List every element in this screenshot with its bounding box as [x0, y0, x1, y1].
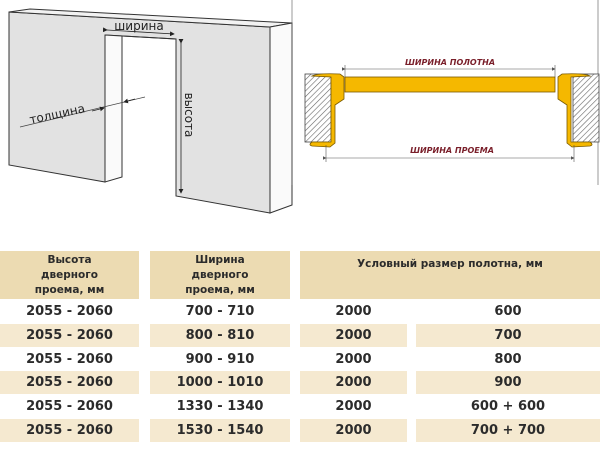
cell-leaf-height: 2000	[335, 352, 372, 367]
cell-height: 2055 - 2060	[26, 352, 113, 367]
width-label: ширина	[114, 19, 163, 33]
wall-opening-diagram: ширина высота толщина	[8, 8, 293, 214]
cell-height: 2055 - 2060	[0, 371, 139, 394]
cell-leaf-width: 700 + 700	[416, 419, 600, 442]
cell-leaf-width: 900	[416, 371, 600, 394]
header-opening-height: Высота дверного проема, мм	[0, 251, 139, 299]
diagrams: ширина высота толщина ШИРИНА ПОЛОТНА ШИР…	[8, 0, 600, 214]
opening-jamb	[104, 34, 123, 183]
cell-width: 1000 - 1010	[150, 371, 290, 394]
cell-width: 1530 - 1540	[150, 419, 290, 442]
table-row: 2055 - 2060 900 - 910 2000 800	[0, 348, 600, 371]
header-opening-width: Ширина дверного проема, мм	[150, 251, 290, 299]
cell-width: 1330 - 1340	[176, 399, 264, 414]
cell-leaf-height: 2000	[335, 304, 372, 319]
cell-leaf-width: 800	[494, 352, 522, 367]
wall-side-face	[269, 22, 293, 214]
header-label: Ширина дверного проема, мм	[185, 253, 255, 296]
table-row: 2055 - 2060 1330 - 1340 2000 600 + 600	[0, 395, 600, 418]
cell-width: 900 - 910	[185, 352, 255, 367]
door-frame-section-diagram: ШИРИНА ПОЛОТНА ШИРИНА ПРОЕМА	[291, 0, 600, 185]
cell-height: 2055 - 2060	[0, 419, 139, 442]
table-row: 2055 - 2060 700 - 710 2000 600	[0, 300, 600, 323]
cell-width: 700 - 710	[185, 304, 255, 319]
table-row: 2055 - 2060 800 - 810 2000 700	[0, 324, 600, 347]
width-arrow	[102, 27, 175, 37]
left-frame	[309, 73, 345, 148]
right-frame	[557, 73, 593, 148]
height-label: высота	[182, 93, 196, 138]
cell-height: 2055 - 2060	[0, 324, 139, 347]
cell-leaf-height: 2000	[300, 324, 407, 347]
table-row: 2055 - 2060 1530 - 1540 2000 700 + 700	[0, 419, 600, 442]
cell-leaf-width: 600	[494, 304, 522, 319]
table-row: 2055 - 2060 1000 - 1010 2000 900	[0, 371, 600, 394]
cell-leaf-height: 2000	[335, 399, 372, 414]
leaf-width-label: ШИРИНА ПОЛОТНА	[405, 58, 495, 67]
right-wall-section	[572, 73, 600, 143]
header-leaf-size: Условный размер полотна, мм	[300, 251, 600, 299]
header-label: Условный размер полотна, мм	[357, 258, 543, 270]
door-leaf	[344, 76, 556, 93]
header-label: Высота дверного проема, мм	[34, 253, 105, 296]
cell-leaf-height: 2000	[300, 371, 407, 394]
cell-leaf-width: 600 + 600	[470, 399, 546, 414]
cell-height: 2055 - 2060	[26, 399, 113, 414]
cell-leaf-width: 700	[416, 324, 600, 347]
cell-height: 2055 - 2060	[26, 304, 113, 319]
cell-width: 800 - 810	[150, 324, 290, 347]
cell-leaf-height: 2000	[300, 419, 407, 442]
left-wall-section	[304, 73, 332, 143]
opening-width-label: ШИРИНА ПРОЕМА	[410, 146, 494, 155]
